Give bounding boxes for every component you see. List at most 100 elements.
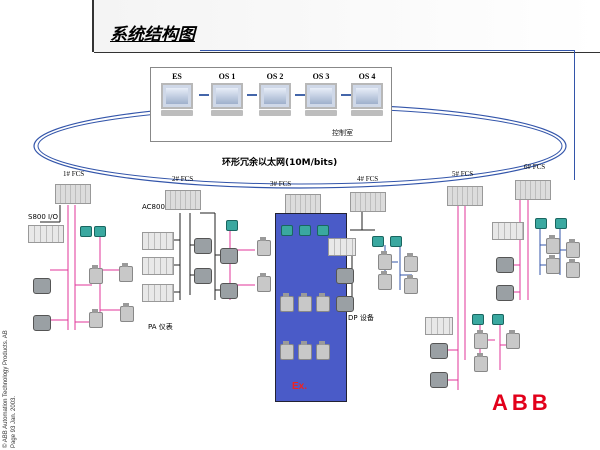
ring-network-label: 环形冗余以太网(10M/bits) <box>222 158 338 168</box>
station-label: OS 3 <box>312 72 330 81</box>
fcs3-controller[interactable] <box>285 190 321 214</box>
dp-transmitter[interactable] <box>404 253 418 272</box>
control-valve[interactable] <box>220 283 238 299</box>
pa-transmitter[interactable] <box>119 263 133 282</box>
fieldbus-coupler[interactable] <box>555 218 567 229</box>
station-link <box>295 94 305 102</box>
fcs2-label: 2# FCS <box>172 175 194 183</box>
fcs2-controller[interactable] <box>165 186 201 210</box>
ex-transmitter[interactable] <box>298 341 312 360</box>
control-valve[interactable] <box>336 268 354 284</box>
fieldbus-coupler[interactable] <box>372 236 384 247</box>
dp-transmitter[interactable] <box>404 275 418 294</box>
keyboard-icon <box>161 110 193 116</box>
station-os1[interactable]: OS 1 <box>207 72 247 116</box>
dp-device[interactable] <box>336 296 354 312</box>
io-module-rack[interactable] <box>492 222 524 240</box>
s800-io-label: S800 I/O <box>28 213 58 221</box>
control-valve[interactable] <box>430 343 448 359</box>
fieldbus-coupler[interactable] <box>299 225 311 236</box>
control-valve[interactable] <box>194 268 212 284</box>
pa-transmitter[interactable] <box>89 309 103 328</box>
fcs1-fieldbus <box>50 205 125 330</box>
footer-page: Page 93 Jan. 2003. <box>11 395 17 448</box>
title-divider <box>92 0 94 52</box>
footer-copyright: © ABB Automation Technology Products. AB <box>3 330 9 448</box>
logo-letter: A <box>492 390 509 415</box>
fcs5-label: 5# FCS <box>452 170 474 178</box>
control-valve[interactable] <box>496 257 514 273</box>
control-valve[interactable] <box>194 238 212 254</box>
control-valve[interactable] <box>220 248 238 264</box>
s800-io-rack[interactable] <box>28 225 64 243</box>
dp-transmitter[interactable] <box>378 271 392 290</box>
keyboard-icon <box>305 110 337 116</box>
logo-letter: B <box>531 390 549 415</box>
station-es[interactable]: ES <box>157 72 197 116</box>
keyboard-icon <box>351 110 383 116</box>
pa-transmitter[interactable] <box>546 255 560 274</box>
io-module-rack[interactable] <box>142 284 174 302</box>
logo-letter: B <box>511 390 529 415</box>
station-link <box>341 94 351 102</box>
keyboard-icon <box>211 110 243 116</box>
pa-transmitter[interactable] <box>257 237 271 256</box>
fieldbus-coupler[interactable] <box>492 314 504 325</box>
dp-transmitter[interactable] <box>378 251 392 270</box>
pa-transmitter[interactable] <box>566 239 580 258</box>
station-link <box>199 94 209 102</box>
ex-transmitter[interactable] <box>280 293 294 312</box>
fcs5-controller[interactable] <box>447 182 483 206</box>
station-label: OS 2 <box>266 72 284 81</box>
ex-zone-label: Ex. <box>292 381 308 392</box>
pa-transmitter[interactable] <box>257 273 271 292</box>
fieldbus-coupler[interactable] <box>472 314 484 325</box>
station-os2[interactable]: OS 2 <box>255 72 295 116</box>
title-underline-rule <box>94 52 600 53</box>
station-label: OS 4 <box>358 72 376 81</box>
fcs4-label: 4# FCS <box>357 175 379 183</box>
fieldbus-coupler[interactable] <box>535 218 547 229</box>
monitor-icon <box>161 83 193 109</box>
pa-transmitter[interactable] <box>566 259 580 278</box>
fcs1-controller[interactable] <box>55 180 91 204</box>
monitor-icon <box>305 83 337 109</box>
ex-transmitter[interactable] <box>316 341 330 360</box>
control-valve[interactable] <box>430 372 448 388</box>
page-footer: © ABB Automation Technology Products. AB… <box>2 330 18 448</box>
pa-transmitter[interactable] <box>506 330 520 349</box>
control-valve[interactable] <box>496 285 514 301</box>
fieldbus-coupler[interactable] <box>390 236 402 247</box>
fieldbus-coupler[interactable] <box>94 226 106 237</box>
ex-transmitter[interactable] <box>280 341 294 360</box>
io-module-rack[interactable] <box>142 257 174 275</box>
pa-transmitter[interactable] <box>120 303 134 322</box>
fcs3-label: 3# FCS <box>270 180 292 188</box>
pa-transmitter[interactable] <box>89 265 103 284</box>
fieldbus-coupler[interactable] <box>281 225 293 236</box>
page-title: 系统结构图 <box>110 25 195 45</box>
control-valve[interactable] <box>33 278 51 294</box>
station-label: OS 1 <box>218 72 236 81</box>
fieldbus-coupler[interactable] <box>317 225 329 236</box>
monitor-icon <box>259 83 291 109</box>
fcs6-controller[interactable] <box>515 176 551 200</box>
control-valve[interactable] <box>33 315 51 331</box>
ex-transmitter[interactable] <box>316 293 330 312</box>
control-room-label: 控制室 <box>332 129 353 137</box>
pa-transmitter[interactable] <box>546 235 560 254</box>
io-module-rack[interactable] <box>328 238 356 256</box>
pa-transmitter[interactable] <box>474 353 488 372</box>
station-os3[interactable]: OS 3 <box>301 72 341 116</box>
fieldbus-coupler[interactable] <box>80 226 92 237</box>
station-label: ES <box>172 72 182 81</box>
keyboard-icon <box>259 110 291 116</box>
fieldbus-coupler[interactable] <box>226 220 238 231</box>
fcs4-controller[interactable] <box>350 188 386 212</box>
station-os4[interactable]: OS 4 <box>347 72 387 116</box>
ac800-label: AC800 <box>142 203 165 211</box>
io-module-rack[interactable] <box>142 232 174 250</box>
io-module-rack[interactable] <box>425 317 453 335</box>
pa-transmitter[interactable] <box>474 330 488 349</box>
ex-transmitter[interactable] <box>298 293 312 312</box>
